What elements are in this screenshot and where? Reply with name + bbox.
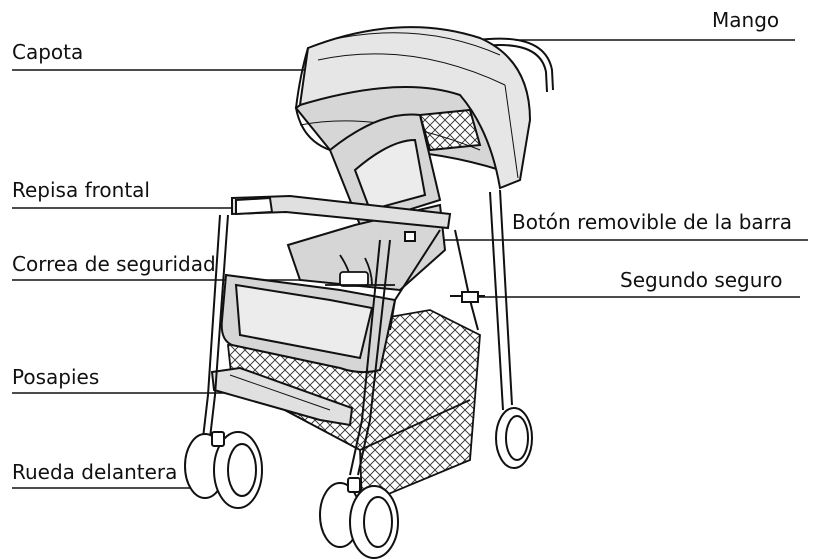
label-repisa-frontal: Repisa frontal xyxy=(12,180,150,200)
label-mango: Mango xyxy=(712,10,779,30)
label-segundo-seguro: Segundo seguro xyxy=(620,270,782,290)
label-correa-seguridad: Correa de seguridad xyxy=(12,254,216,274)
label-posapies: Posapies xyxy=(12,367,99,387)
label-rueda-delantera: Rueda delantera xyxy=(12,462,177,482)
label-boton-removible: Botón removible de la barra xyxy=(512,212,792,232)
label-capota: Capota xyxy=(12,42,83,62)
